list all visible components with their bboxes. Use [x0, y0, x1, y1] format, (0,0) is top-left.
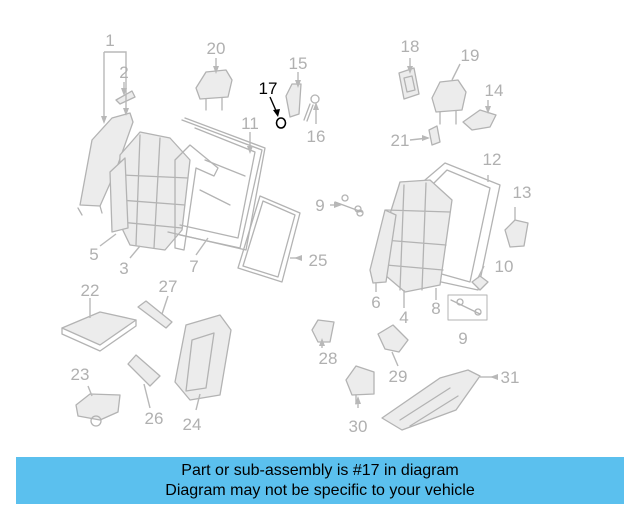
part-21-bolt [428, 125, 441, 146]
part-20-headrest [195, 69, 233, 111]
callout-16: 16 [307, 127, 326, 146]
callout-10: 10 [495, 257, 514, 276]
callout-18: 18 [401, 37, 420, 56]
part-6-panel [369, 209, 397, 284]
callout-1: 1 [105, 31, 114, 50]
part-10-clip [471, 275, 489, 291]
part-27-strip [137, 300, 173, 329]
callout-8: 8 [431, 299, 440, 318]
callout-14: 14 [485, 81, 504, 100]
part-24-armrest [174, 314, 232, 401]
part-5-panel [109, 157, 129, 233]
callout-29: 29 [389, 367, 408, 386]
callout-23: 23 [71, 365, 90, 384]
callout-25: 25 [309, 251, 328, 270]
part-11-frame [167, 117, 266, 251]
part-3-backrest-cushion [117, 131, 191, 251]
banner-line-2: Diagram may not be specific to your vehi… [165, 482, 475, 499]
callout-28: 28 [319, 349, 338, 368]
part-16-bolt [303, 94, 320, 122]
part-26-plate [127, 354, 161, 387]
part-4-cushion [383, 179, 453, 293]
part-18-cover [398, 67, 420, 100]
callout-17: 17 [259, 79, 278, 98]
part-25-rear-panel [237, 195, 301, 283]
callout-2: 2 [119, 63, 128, 82]
part-19-headrest [431, 79, 467, 125]
callout-12: 12 [483, 150, 502, 169]
parts-diagram: 1 2 20 17 15 11 16 5 3 7 25 22 27 23 26 … [61, 31, 532, 436]
callout-6: 6 [371, 293, 380, 312]
part-23-mechanism [75, 393, 121, 427]
callout-7: 7 [189, 257, 198, 276]
callout-27: 27 [159, 277, 178, 296]
part-31-base [381, 369, 481, 431]
callout-20: 20 [207, 39, 226, 58]
callout-9-lower: 9 [458, 329, 467, 348]
part-12-backrest-frame [424, 162, 501, 291]
callout-5: 5 [89, 245, 98, 264]
callout-3: 3 [119, 259, 128, 278]
part-14-latch [462, 109, 497, 131]
part-9-bolt-kit [334, 194, 364, 217]
part-9-lower-kit [447, 294, 488, 321]
part-13-bracket [504, 219, 529, 248]
info-banner: Part or sub-assembly is #17 in diagram D… [16, 457, 624, 504]
callout-4: 4 [399, 308, 408, 327]
part-22-tray [61, 311, 137, 352]
callout-22: 22 [81, 281, 100, 300]
banner-line-1: Part or sub-assembly is #17 in diagram [181, 462, 459, 479]
part-1-side-trim [77, 112, 134, 216]
callout-24: 24 [183, 415, 202, 434]
part-29-wedge [377, 324, 409, 353]
callout-19: 19 [461, 46, 480, 65]
callout-26: 26 [145, 409, 164, 428]
callout-9-upper: 9 [315, 196, 324, 215]
part-15-bracket [285, 83, 302, 118]
callout-31: 31 [501, 368, 520, 387]
part-17-washer [275, 117, 287, 129]
callout-21: 21 [391, 131, 410, 150]
callout-13: 13 [513, 183, 532, 202]
callout-30: 30 [349, 417, 368, 436]
part-28-bracket [311, 319, 335, 343]
callout-11: 11 [241, 114, 259, 133]
callout-15: 15 [289, 54, 308, 73]
part-30-hinge [345, 365, 375, 405]
